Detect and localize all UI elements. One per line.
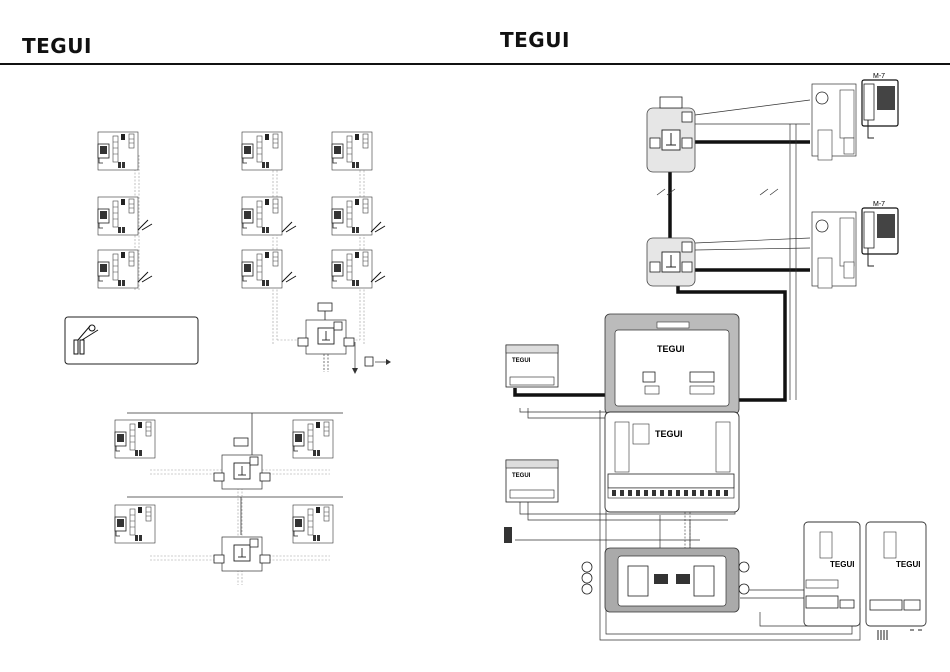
psu-brand-1: TEGUI	[830, 560, 854, 569]
panel-brand-upper: TEGUI	[657, 344, 685, 354]
module-brand-top: TEGUI	[512, 358, 531, 364]
monitor-model-label-bottom: M-7	[873, 201, 885, 208]
panel-brand-lower: TEGUI	[655, 429, 683, 439]
psu-brand-2: TEGUI	[896, 560, 920, 569]
module-brand-bottom: TEGUI	[512, 473, 531, 479]
monitor-model-label-top: M-7	[873, 73, 885, 80]
